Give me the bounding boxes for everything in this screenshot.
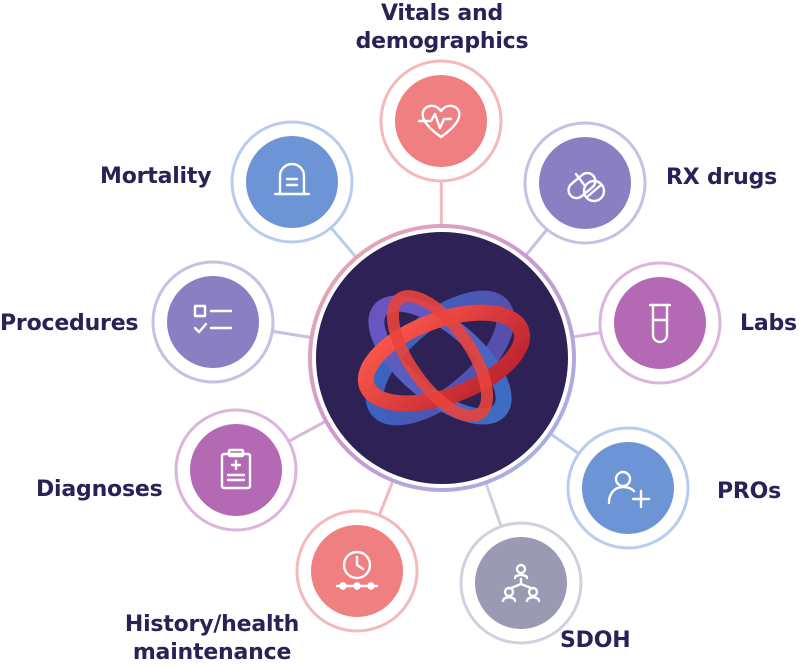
pills-icon [567,171,606,203]
node-diagnoses [174,408,298,532]
network-people-icon [501,563,541,603]
node-rx [523,121,647,245]
node-label-mortality: Mortality [100,164,212,189]
node-label-diagnoses: Diagnoses [36,477,163,502]
central-hub [308,224,576,492]
node-label-procedures: Procedures [0,311,139,336]
node-label-sdoh: SDOH [560,628,631,653]
heart-pulse-icon [417,104,461,139]
interlocking-rings-logo [357,290,531,426]
node-sdoh [459,521,583,645]
node-label-rx: RX drugs [666,165,778,190]
test-tube-icon [648,303,672,344]
node-history [295,509,419,633]
tombstone-icon [273,162,311,196]
clock-timeline-icon [335,550,379,590]
add-user-icon [607,470,651,509]
checklist-icon [193,304,233,334]
node-labs [598,261,722,385]
node-pros [566,426,690,550]
clipboard-icon [220,448,252,490]
node-procedures [151,260,275,384]
node-mortality [230,120,354,244]
node-vitals [379,59,503,183]
node-label-pros: PROs [717,479,782,504]
node-label-labs: Labs [740,311,797,336]
